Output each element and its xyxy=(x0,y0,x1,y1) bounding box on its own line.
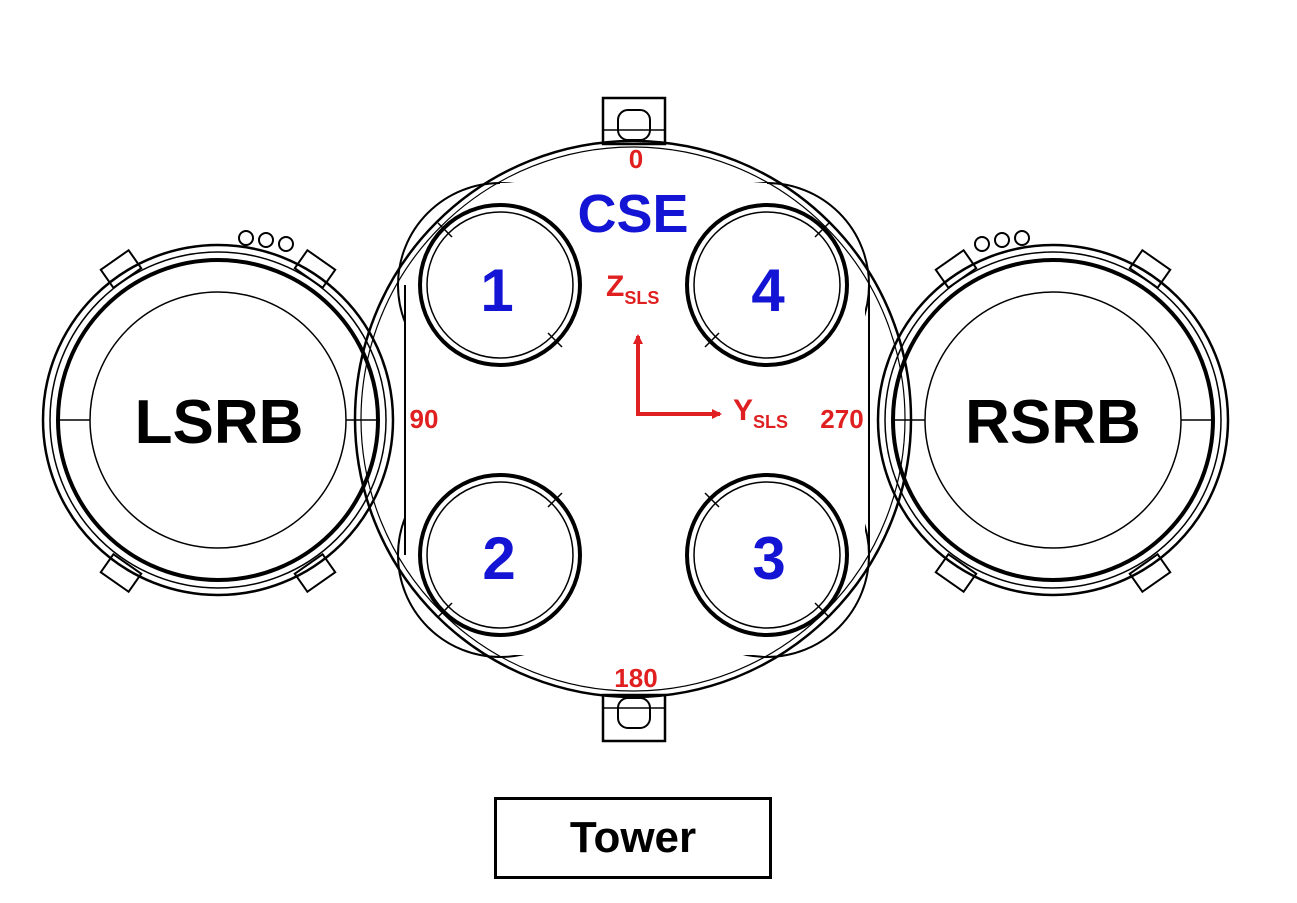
axis-arrows xyxy=(633,334,722,419)
engine-4 xyxy=(685,203,849,367)
z-axis-label: ZSLS xyxy=(606,270,659,308)
core-stage-outline xyxy=(353,139,913,699)
engine-3 xyxy=(685,473,849,637)
angle-180-label: 180 xyxy=(614,663,657,693)
engine-1-label: 1 xyxy=(480,257,513,324)
top-attach-fitting xyxy=(601,96,667,146)
engine-3-label: 3 xyxy=(752,525,785,592)
angle-90-label: 90 xyxy=(410,404,439,434)
left-booster-label: LSRB xyxy=(135,388,304,457)
left-booster xyxy=(41,230,395,597)
bottom-attach-fitting xyxy=(601,693,667,743)
engine-2 xyxy=(418,473,582,637)
engine-1 xyxy=(418,203,582,367)
angle-0-label: 0 xyxy=(629,144,643,174)
tower-box: Tower xyxy=(494,797,772,879)
core-label: CSE xyxy=(577,184,688,244)
engine-2-label: 2 xyxy=(482,525,515,592)
engine-4-label: 4 xyxy=(751,257,785,324)
right-booster-label: RSRB xyxy=(965,388,1141,457)
tower-label: Tower xyxy=(569,813,697,862)
y-axis-label: YSLS xyxy=(733,394,788,432)
right-booster xyxy=(876,230,1230,597)
angle-270-label: 270 xyxy=(820,404,863,434)
